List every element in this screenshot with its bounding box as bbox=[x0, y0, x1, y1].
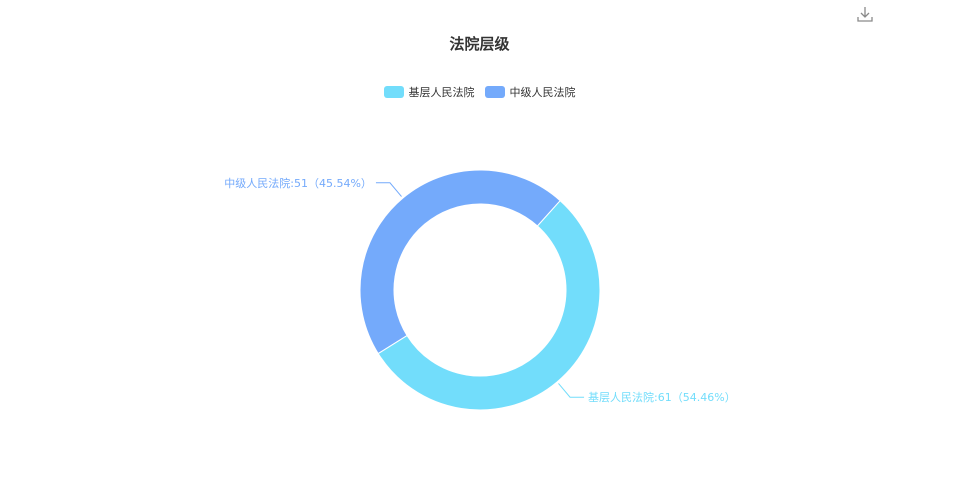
legend-swatch-intermediate-court bbox=[484, 86, 505, 98]
data-label-basic-court: 基层人民法院:61（54.46%） bbox=[588, 390, 736, 404]
download-button[interactable] bbox=[855, 4, 875, 24]
legend-item-intermediate-court[interactable]: 中级人民法院 bbox=[484, 84, 576, 100]
download-icon[interactable] bbox=[855, 4, 875, 24]
legend-swatch-basic-court bbox=[383, 86, 404, 98]
legend-label-basic-court: 基层人民法院 bbox=[408, 86, 475, 99]
legend-label-intermediate-court: 中级人民法院 bbox=[509, 86, 576, 99]
legend-item-basic-court[interactable]: 基层人民法院 bbox=[383, 84, 475, 100]
donut-slice-basic-court[interactable] bbox=[377, 200, 601, 411]
data-label-intermediate-court: 中级人民法院:51（45.54%） bbox=[224, 176, 372, 190]
chart-title: 法院层级 bbox=[449, 35, 510, 53]
donut-slice-intermediate-court[interactable] bbox=[359, 169, 561, 355]
label-line-intermediate-court bbox=[375, 182, 402, 197]
chart-legend: 基层人民法院 中级人民法院 bbox=[0, 84, 959, 100]
label-line-basic-court bbox=[558, 383, 585, 398]
